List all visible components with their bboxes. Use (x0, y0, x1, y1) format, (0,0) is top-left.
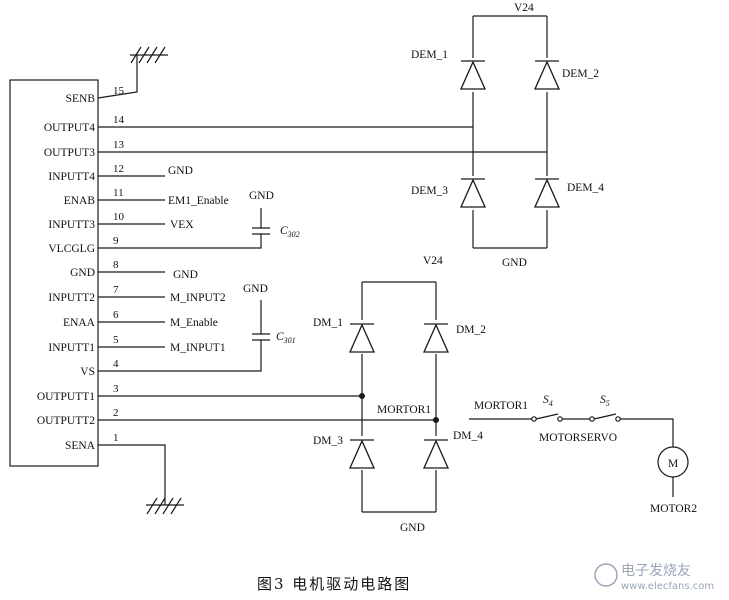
dem-3-label: DEM_3 (411, 185, 448, 197)
motor2-label: MOTOR2 (650, 503, 697, 515)
ic-pin-number: 14 (113, 114, 125, 126)
c302-gnd-label: GND (249, 190, 274, 202)
vs-wire (98, 340, 262, 372)
senb-wire (97, 55, 138, 99)
ic-pin-number: 2 (113, 407, 119, 419)
bottom-bridge-gnd: GND (400, 522, 425, 534)
dem-2-label: DEM_2 (562, 68, 599, 80)
c301-label: C301 (276, 331, 296, 345)
watermark-url: www.elecfans.com (621, 581, 714, 592)
motorservo-label: MOTORSERVO (539, 432, 617, 444)
diode-dm-4 (422, 436, 450, 470)
c302-label: C302 (280, 225, 300, 239)
net-label: M_Enable (170, 317, 218, 329)
ic-pin-number: 11 (113, 187, 124, 199)
top-bridge-gnd: GND (502, 257, 527, 269)
ic-pin-name: INPUTT1 (48, 342, 95, 354)
switch-s5 (562, 413, 621, 422)
ic-pin-name: OUTPUT3 (44, 147, 95, 159)
dm-1-label: DM_1 (313, 317, 343, 329)
ic-pin-number: 13 (113, 139, 125, 151)
figure-caption: 图3 电机驱动电路图 (257, 575, 411, 593)
ic-pin-number: 9 (113, 235, 119, 247)
ic-pin-number: 4 (113, 358, 119, 370)
net-label: GND (168, 165, 193, 177)
ic-pin-number: 12 (113, 163, 124, 175)
switch-s4 (469, 413, 563, 422)
top-bridge (472, 15, 548, 249)
ic-pin-number: 15 (113, 85, 125, 97)
ic-pin-number: 6 (113, 309, 119, 321)
ic-pin-name: OUTPUTT1 (37, 391, 95, 403)
ic-pin-number: 8 (113, 259, 119, 271)
diode-dem-2 (533, 58, 561, 92)
watermark: 电子发烧友 www.elecfans.com (594, 563, 714, 592)
net-label: VEX (170, 219, 194, 231)
ic-pin-name: INPUTT3 (48, 219, 95, 231)
vlcglg-wire (98, 234, 262, 249)
diode-dm-1 (348, 320, 376, 354)
dem-4-label: DEM_4 (567, 182, 604, 194)
diode-dm-3 (348, 436, 376, 470)
ic-pin-name: INPUTT2 (48, 292, 95, 304)
ic-pin-number: 5 (113, 334, 119, 346)
switch-s4-label: S4 (543, 394, 553, 408)
ic-pin-name: SENB (66, 93, 96, 105)
capacitor-c301 (252, 300, 270, 341)
ic-pin-name: ENAA (63, 317, 96, 329)
mortor1-node-label: MORTOR1 (377, 404, 431, 416)
diode-dem-1 (459, 58, 487, 92)
mortor1-net-label: MORTOR1 (474, 400, 528, 412)
top-bridge-supply: V24 (514, 2, 534, 14)
net-label: M_INPUT1 (170, 342, 226, 354)
ic-pin-name: INPUTT4 (48, 171, 95, 183)
ic-pin-number: 3 (113, 383, 119, 395)
net-label: M_INPUT2 (170, 292, 226, 304)
bottom-bridge (361, 281, 437, 513)
diode-dem-3 (459, 176, 487, 210)
watermark-text: 电子发烧友 (621, 563, 691, 579)
ic-pin-name: SENA (65, 440, 96, 452)
net-label: GND (173, 269, 198, 281)
ic-pin-name: ENAB (64, 195, 96, 207)
ic-pin-name: VS (80, 366, 95, 378)
ic-pin-name: VLCGLG (48, 243, 95, 255)
ic-pin-number: 1 (113, 432, 119, 444)
ic-pin-number: 7 (113, 284, 119, 296)
dem-1-label: DEM_1 (411, 49, 448, 61)
bottom-bridge-supply: V24 (423, 255, 443, 267)
capacitor-c302 (252, 208, 270, 235)
switch-s5-label: S5 (600, 394, 610, 408)
diode-dm-2 (422, 320, 450, 354)
c301-gnd-label: GND (243, 283, 268, 295)
motor-m-label: M (668, 458, 678, 470)
watermark-logo-icon (594, 563, 618, 587)
ic-pin-name: OUTPUT4 (44, 122, 95, 134)
ic-labels: SENB15OUTPUT414OUTPUT313INPUTT412ENAB11I… (37, 85, 125, 452)
dm-3-label: DM_3 (313, 435, 343, 447)
dm-4-label: DM_4 (453, 430, 483, 442)
sena-wire (98, 444, 166, 505)
ic-body (9, 79, 99, 467)
ground-symbol-top (130, 46, 168, 64)
ic-pin-name: OUTPUTT2 (37, 415, 95, 427)
motor-wire-in (620, 418, 674, 447)
ic-pin-name: GND (70, 267, 95, 279)
net-label: EM1_Enable (168, 195, 229, 207)
ground-symbol-bottom (146, 497, 184, 515)
dm-2-label: DM_2 (456, 324, 486, 336)
ic-pin-number: 10 (113, 211, 125, 223)
diode-dem-4 (533, 176, 561, 210)
